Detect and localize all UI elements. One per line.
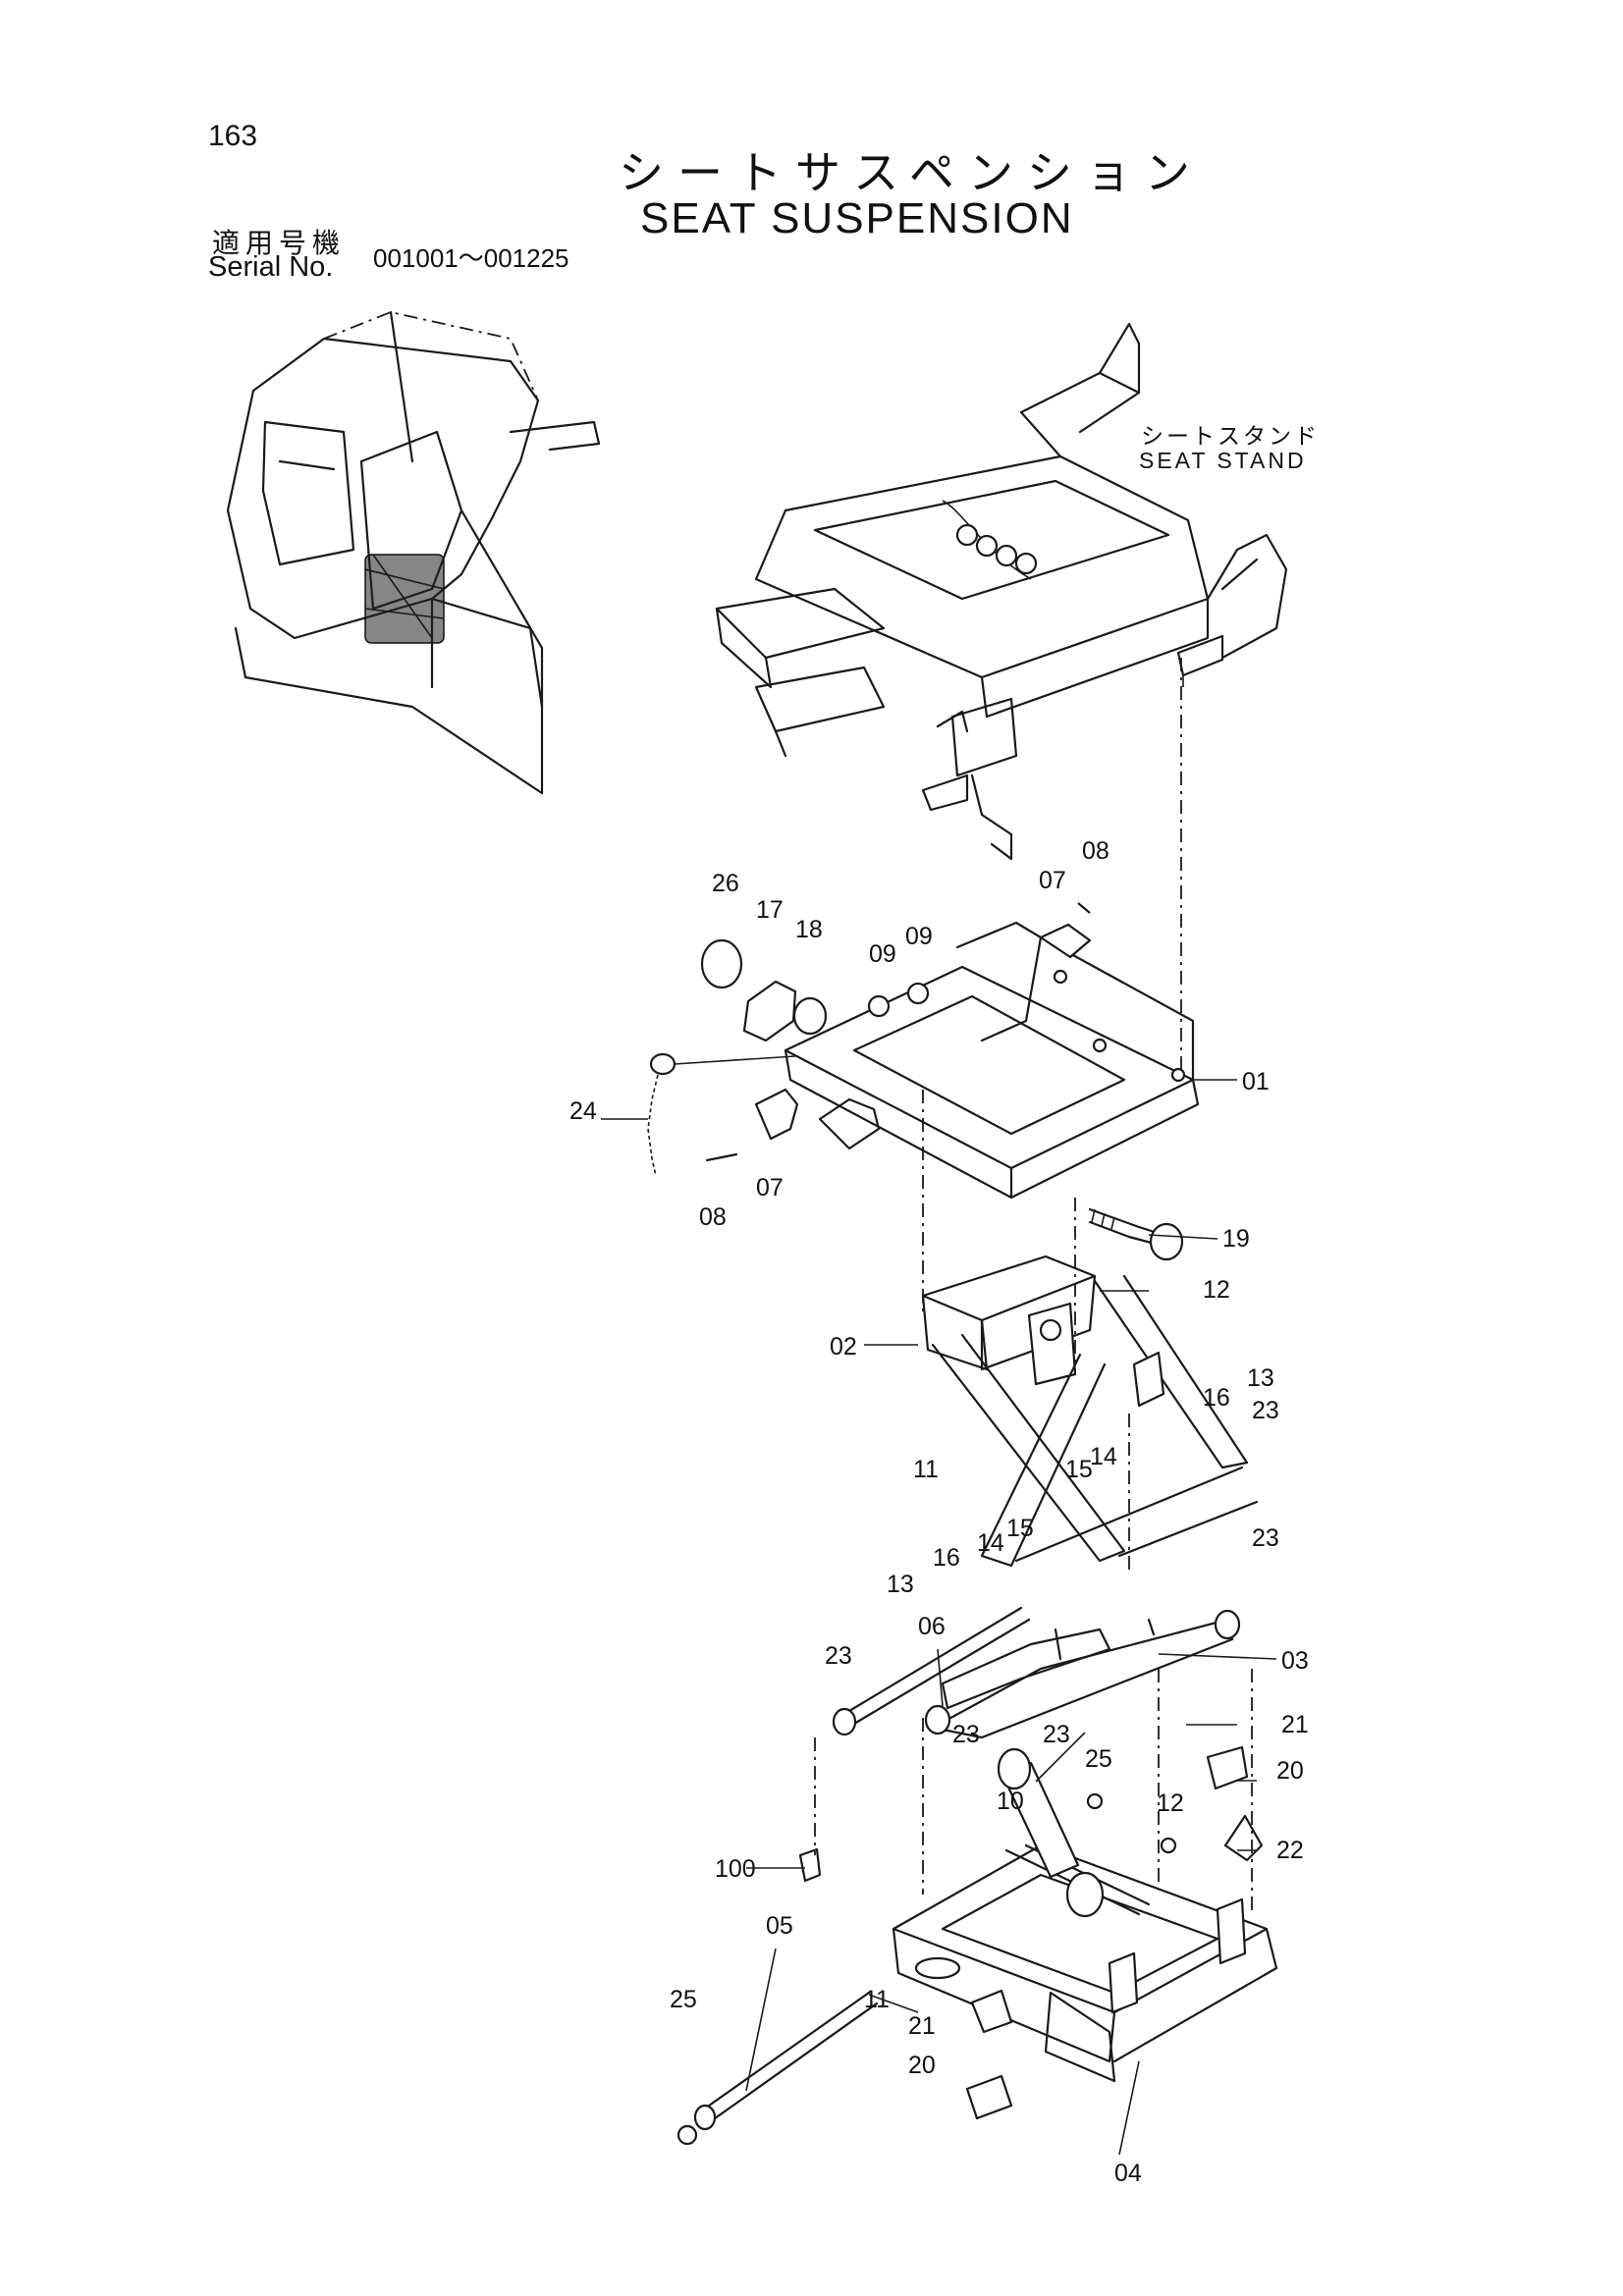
callout-09-b: 09 <box>905 923 933 950</box>
callout-09-a: 09 <box>869 940 896 968</box>
callout-13-lower: 13 <box>887 1571 914 1598</box>
callout-04: 04 <box>1114 2160 1142 2187</box>
callout-16-lower: 16 <box>933 1544 960 1572</box>
callout-25-lower: 25 <box>670 1986 697 2013</box>
callout-06: 06 <box>918 1613 946 1640</box>
lower-base-illustration <box>676 1745 1278 2146</box>
chain-24-illustration <box>647 1052 796 1177</box>
callout-23-b: 23 <box>1252 1524 1279 1552</box>
callout-14-upper: 14 <box>1090 1443 1117 1470</box>
callout-19: 19 <box>1222 1225 1250 1253</box>
callout-13-upper: 13 <box>1247 1364 1274 1392</box>
serial-label: Serial No. <box>208 251 334 283</box>
callout-12-upper: 12 <box>1203 1276 1230 1304</box>
callout-labels: 01 02 03 04 05 06 07 07 08 08 09 09 10 1… <box>569 837 1309 2187</box>
callout-21-upper: 21 <box>1281 1711 1309 1738</box>
callout-25-upper: 25 <box>1085 1745 1112 1773</box>
seat-stand-label: SEAT STAND <box>1139 448 1307 473</box>
knob-17-illustration <box>700 902 1092 1162</box>
callout-22: 22 <box>1276 1837 1304 1864</box>
page-title: SEAT SUSPENSION <box>640 194 1074 242</box>
callout-20-lower: 20 <box>908 2052 936 2079</box>
scissor-mechanism-illustration <box>921 1255 1259 1739</box>
assembly-lines <box>814 658 1253 1914</box>
callout-05: 05 <box>766 1912 793 1940</box>
callout-100: 100 <box>715 1855 756 1883</box>
callout-18: 18 <box>795 916 823 943</box>
leader-lines <box>601 1079 1277 2156</box>
cab-overview-illustration <box>226 310 601 795</box>
page-title-japanese: シートサスペンション <box>619 146 1204 199</box>
callout-20-upper: 20 <box>1276 1757 1304 1785</box>
callout-23-a: 23 <box>1252 1397 1279 1424</box>
upper-frame-illustration <box>784 921 1200 1200</box>
callout-07-lower: 07 <box>756 1174 784 1201</box>
seat-stand-illustration <box>715 322 1288 861</box>
shaft-06-illustration <box>832 1606 1031 1736</box>
callout-03: 03 <box>1281 1647 1309 1675</box>
callout-26: 26 <box>712 870 739 897</box>
callout-02: 02 <box>830 1333 857 1361</box>
callout-01: 01 <box>1242 1068 1270 1095</box>
callout-17: 17 <box>756 896 784 924</box>
callout-14-lower: 14 <box>977 1529 1004 1557</box>
callout-11-lower: 11 <box>864 1986 890 2013</box>
callout-07-upper: 07 <box>1039 867 1066 894</box>
callout-11-upper: 11 <box>913 1456 939 1483</box>
callout-16-upper: 16 <box>1203 1384 1230 1412</box>
seat-stand-label-japanese: シートスタンド <box>1141 424 1320 450</box>
callout-10: 10 <box>997 1788 1024 1815</box>
callout-08-upper: 08 <box>1082 837 1109 865</box>
callout-23-c: 23 <box>825 1642 852 1670</box>
callout-08-lower: 08 <box>699 1203 727 1231</box>
bolt-19-illustration <box>1088 1207 1184 1261</box>
callout-12-lower: 12 <box>1157 1789 1184 1817</box>
serial-label-japanese: 適用号機 <box>212 227 347 259</box>
callout-23-d: 23 <box>952 1721 980 1748</box>
serial-range: 001001～001225 <box>373 243 569 273</box>
callout-15-lower: 15 <box>1006 1515 1034 1542</box>
callout-23-e: 23 <box>1043 1721 1070 1748</box>
page-number: 163 <box>208 120 258 152</box>
callout-15-upper: 15 <box>1065 1456 1093 1483</box>
callout-21-lower: 21 <box>908 2012 936 2040</box>
callout-24: 24 <box>569 1097 597 1125</box>
